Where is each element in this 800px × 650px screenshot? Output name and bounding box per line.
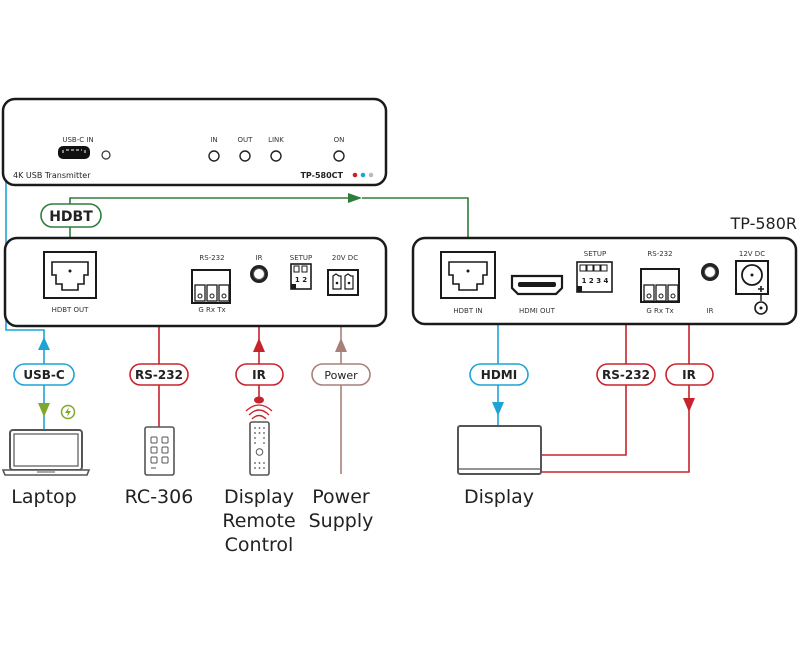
receiver-ir-label: IR <box>707 307 714 315</box>
device-description: 4K USB Transmitter <box>13 171 91 180</box>
receiver-setup-label: SETUP <box>584 250 607 258</box>
ir-emitter-icon <box>254 396 264 404</box>
receiver-power-label: 12V DC <box>739 250 765 258</box>
receiver-rs232-label: RS-232 <box>647 250 672 258</box>
power-supply-label-line1: Power <box>312 486 370 508</box>
display-remote-icon <box>249 421 270 476</box>
power-connector[interactable] <box>327 269 359 296</box>
rs232-rx-connection-tag: RS-232 <box>596 363 656 386</box>
ir-rx-connection-tag: IR <box>665 363 714 386</box>
ir-signal-icon <box>245 404 273 420</box>
setup-dip-switch[interactable] <box>290 263 312 290</box>
reset-button-icon[interactable] <box>101 150 111 160</box>
led-label-out: OUT <box>238 136 254 144</box>
receiver-power-jack[interactable] <box>735 260 769 315</box>
hdbt-connection-tag: HDBT <box>40 203 102 228</box>
ir-rx-arrow-icon <box>683 398 695 412</box>
led-label-link: LINK <box>268 136 284 144</box>
led-out-icon <box>239 150 251 162</box>
display-label: Display <box>464 486 534 508</box>
charging-icon <box>60 404 76 420</box>
power-arrow-icon <box>335 338 347 352</box>
ir-tx-connection-tag: IR <box>235 363 284 386</box>
usbc-connection-tag: USB-C <box>13 363 75 386</box>
receiver-panel: HDBT IN HDMI OUT SETUP 1 2 3 4 RS-232 G … <box>411 236 798 326</box>
power-connection-tag: Power <box>311 363 371 386</box>
svg-text:USB-C: USB-C <box>23 368 65 382</box>
svg-text:IR: IR <box>252 368 266 382</box>
charge-arrow-icon <box>38 403 50 417</box>
receiver-setup-numbers: 1 2 3 4 <box>582 277 609 285</box>
ir-arrow-icon <box>253 338 265 352</box>
power-label: 20V DC <box>332 254 358 262</box>
svg-text:RS-232: RS-232 <box>602 368 650 382</box>
usbc-port-label: USB-C IN <box>62 136 93 144</box>
brand-dot-blue-icon <box>360 172 366 178</box>
hdbt-arrow-icon <box>348 193 362 203</box>
receiver-rs232-terminal-block[interactable] <box>640 268 680 303</box>
setup-label: SETUP <box>290 254 313 262</box>
transmitter-rear-panel: HDBT OUT RS-232 G Rx Tx IR SETUP 1 2 20V… <box>3 236 388 328</box>
rs232-terminal-block[interactable] <box>191 269 231 304</box>
hdmi-out-label: HDMI OUT <box>519 307 556 315</box>
remote-label-line3: Control <box>225 534 294 556</box>
setup-switch-numbers: 1 2 <box>295 276 307 284</box>
hdbt-in-label: HDBT IN <box>453 307 482 315</box>
brand-dot-gray-icon <box>368 172 374 178</box>
led-on-icon <box>333 150 345 162</box>
receiver-setup-dip-switch[interactable] <box>576 261 613 293</box>
usbc-port[interactable] <box>58 146 90 159</box>
transmitter-model: TP-580CT <box>300 171 343 180</box>
led-in-icon <box>208 150 220 162</box>
brand-dot-red-icon <box>352 172 358 178</box>
rs232-pins-label: G Rx Tx <box>198 306 225 314</box>
laptop-label: Laptop <box>11 486 76 508</box>
hdmi-connection-tag: HDMI <box>469 363 529 386</box>
receiver-model: TP-580R <box>730 214 798 233</box>
rc306-keypad-icon <box>144 426 175 476</box>
receiver-rs232-pins: G Rx Tx <box>646 307 673 315</box>
hdmi-arrow-icon <box>492 402 504 416</box>
rs232-tx-connection-tag: RS-232 <box>129 363 189 386</box>
hdbt-out-label: HDBT OUT <box>52 306 90 314</box>
svg-text:RS-232: RS-232 <box>135 368 183 382</box>
laptop-icon <box>1 429 91 476</box>
svg-text:HDMI: HDMI <box>481 368 517 382</box>
rc306-label: RC-306 <box>125 486 194 508</box>
ir-label: IR <box>256 254 263 262</box>
hdbt-in-port[interactable] <box>440 251 496 299</box>
transmitter-front-panel: USB-C IN IN OUT LINK ON 4K USB Transmitt… <box>1 97 388 187</box>
remote-label-line2: Remote <box>222 510 295 532</box>
power-supply-label-line2: Supply <box>309 510 374 532</box>
hdbt-out-port[interactable] <box>43 251 97 299</box>
svg-text:IR: IR <box>682 368 696 382</box>
rs232-label: RS-232 <box>199 254 224 262</box>
usbc-arrow-icon <box>38 337 50 350</box>
hdmi-out-port[interactable] <box>510 274 564 296</box>
remote-label-line1: Display <box>224 486 294 508</box>
led-label-on: ON <box>334 136 345 144</box>
led-label-in: IN <box>210 136 217 144</box>
led-link-icon <box>270 150 282 162</box>
display-icon <box>457 425 542 475</box>
svg-text:HDBT: HDBT <box>49 209 93 225</box>
svg-text:Power: Power <box>324 369 358 382</box>
